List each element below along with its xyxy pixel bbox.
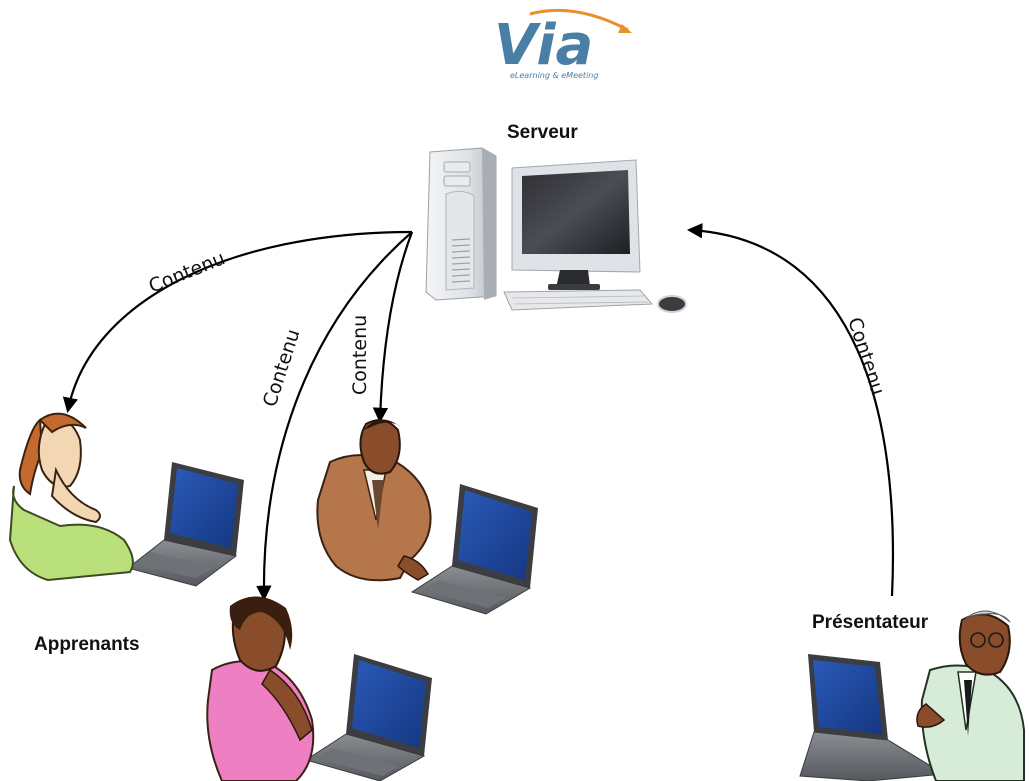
hair	[18, 418, 44, 496]
edge-label-1: Contenu	[146, 247, 229, 297]
face	[958, 613, 1011, 676]
server-tower	[425, 147, 497, 301]
laptop-icon	[126, 462, 244, 587]
tie	[964, 680, 972, 736]
edge-server-to-learner-2	[372, 231, 414, 424]
hand	[916, 703, 946, 728]
learner-woman-green	[8, 412, 244, 587]
edge-label-4: Contenu	[843, 315, 889, 398]
glasses-icon	[970, 632, 986, 648]
learners-label: Apprenants	[34, 634, 140, 655]
grey-hair	[961, 610, 1011, 623]
logo-swoosh	[529, 8, 629, 32]
presenter-label: Présentateur	[812, 612, 929, 633]
server-monitor	[511, 159, 641, 290]
server-mouse	[657, 295, 687, 313]
laptop-icon	[799, 654, 946, 781]
logo-word: Via	[494, 13, 593, 78]
logo-swoosh-tip	[618, 24, 632, 33]
logo-tagline: eLearning & eMeeting	[510, 71, 598, 80]
server-keyboard	[503, 289, 654, 311]
learner-woman-pink	[206, 596, 432, 781]
laptop-icon	[304, 654, 432, 781]
face	[359, 419, 401, 475]
face	[37, 418, 82, 488]
green-blouse	[8, 485, 134, 582]
edge-presenter-to-server	[686, 223, 895, 597]
edge-server-to-learner-1	[62, 230, 413, 414]
laptop-icon	[410, 484, 538, 615]
edges	[62, 223, 895, 602]
server-computer	[425, 147, 687, 313]
hair	[229, 596, 293, 650]
edge-server-to-learner-3	[256, 231, 413, 602]
via-logo: Via eLearning & eMeeting	[494, 8, 632, 80]
server-label: Serveur	[507, 122, 578, 143]
hand	[50, 466, 101, 524]
learner-man-brown	[316, 419, 538, 615]
presenter-man	[799, 610, 1025, 781]
edge-label-3: Contenu	[349, 315, 371, 395]
